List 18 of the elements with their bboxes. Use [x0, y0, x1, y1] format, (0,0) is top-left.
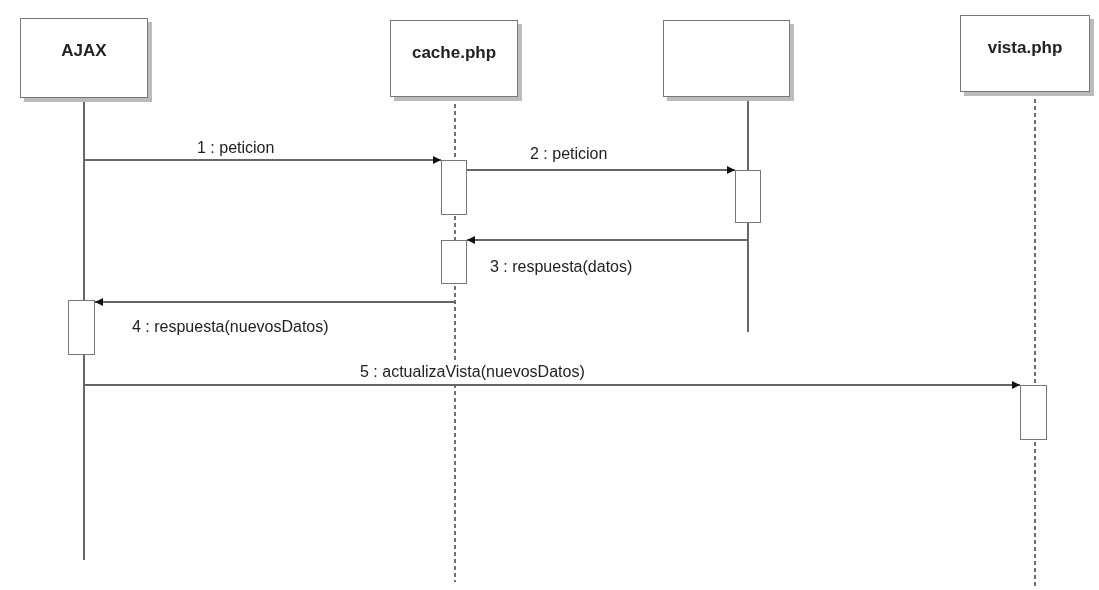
activation-bar [68, 300, 95, 355]
activation-bar [1020, 385, 1047, 440]
message-label: 2 : peticion [528, 145, 610, 163]
message-arrow [83, 156, 442, 164]
activation-bar [441, 240, 467, 284]
message-arrow [94, 298, 456, 306]
activation-bar [735, 170, 761, 223]
message-arrow [466, 166, 736, 174]
message-arrow [83, 381, 1021, 389]
activation-bar [441, 160, 467, 215]
participant-name: AJAX [60, 41, 108, 61]
message-label: 5 : actualizaVista(nuevosDatos) [358, 363, 587, 381]
participant-name: cache.php [410, 43, 498, 63]
message-label: 4 : respuesta(nuevosDatos) [130, 318, 331, 336]
message-label: 1 : peticion [195, 139, 277, 157]
participant-name: vista.php [986, 38, 1064, 58]
message-arrow [466, 236, 749, 244]
message-label: 3 : respuesta(datos) [488, 258, 635, 276]
